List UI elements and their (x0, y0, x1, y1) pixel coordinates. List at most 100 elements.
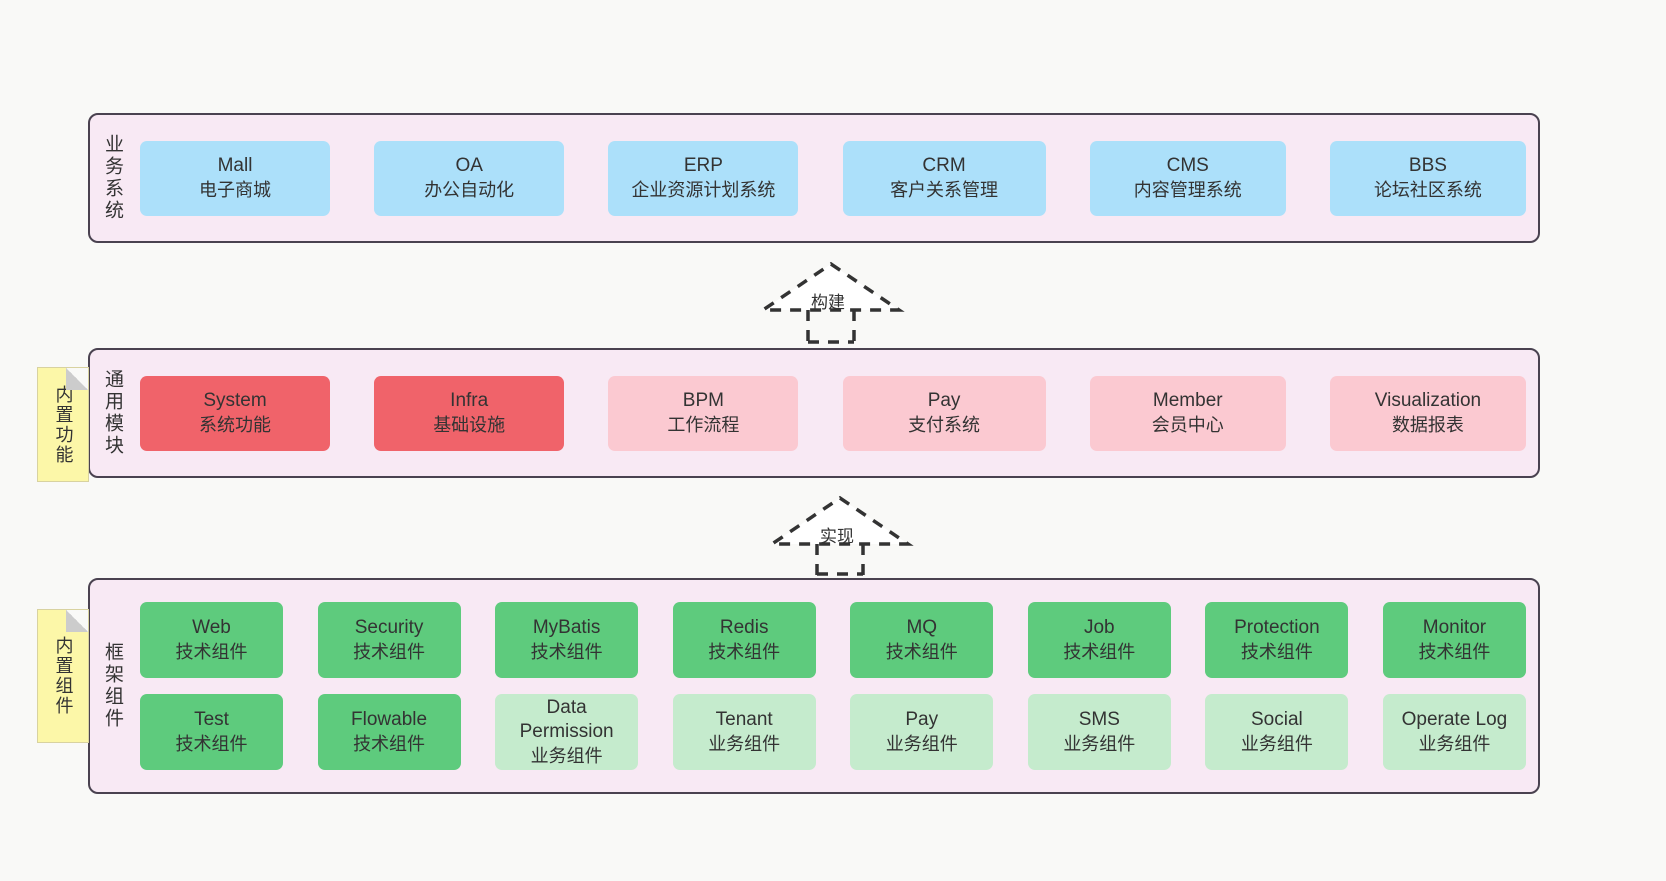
card-social[interactable]: Social 业务组件 (1205, 694, 1349, 770)
card-data-permission[interactable]: Data Permission 业务组件 (495, 694, 639, 770)
card-pay-business[interactable]: Pay 业务组件 (850, 694, 994, 770)
note-builtin-components: 内置组件 (37, 609, 89, 743)
card-member-sub: 会员中心 (1151, 414, 1224, 435)
layer-business-system: 业务系统 Mall 电子商城 OA 办公自动化 ERP 企业资源计划系统 CRM… (88, 113, 1540, 243)
card-monitor-sub: 技术组件 (1418, 641, 1491, 662)
card-job[interactable]: Job 技术组件 (1027, 602, 1171, 678)
card-mall-title: Mall (217, 155, 253, 177)
card-bpm[interactable]: BPM 工作流程 (608, 375, 799, 451)
card-crm-sub: 客户关系管理 (890, 179, 999, 200)
card-cms-sub: 内容管理系统 (1133, 179, 1242, 200)
card-mybatis-sub: 技术组件 (530, 641, 603, 662)
card-pay[interactable]: Pay 支付系统 (842, 375, 1046, 451)
card-bpm-sub: 工作流程 (667, 414, 740, 435)
card-web-sub: 技术组件 (175, 641, 248, 662)
card-flowable[interactable]: Flowable 技术组件 (317, 694, 461, 770)
card-mq-sub: 技术组件 (885, 641, 958, 662)
layer-common-modules-body: System 系统功能 Infra 基础设施 BPM 工作流程 Pay 支付系统… (134, 350, 1538, 476)
card-visualization-sub: 数据报表 (1391, 414, 1464, 435)
card-erp-sub: 企业资源计划系统 (631, 179, 776, 200)
card-security[interactable]: Security 技术组件 (317, 602, 461, 678)
card-pay-business-title: Pay (905, 709, 939, 731)
card-security-sub: 技术组件 (353, 641, 426, 662)
card-sms-title: SMS (1078, 709, 1120, 731)
card-mybatis-title: MyBatis (532, 617, 601, 639)
layer-business-system-label: 业务系统 (101, 134, 123, 222)
card-data-permission-title: Data (546, 697, 587, 719)
card-erp-title: ERP (683, 155, 723, 177)
connector-implement-shaft (815, 544, 865, 576)
card-infra-title: Infra (450, 390, 489, 412)
card-mybatis[interactable]: MyBatis 技术组件 (495, 602, 639, 678)
card-social-title: Social (1251, 709, 1303, 731)
connector-implement-arrowhead (770, 495, 914, 546)
note-builtin-features: 内置功能 (37, 367, 89, 482)
card-oa-title: OA (455, 155, 483, 177)
card-protection-title: Protection (1234, 617, 1320, 639)
card-tenant[interactable]: Tenant 业务组件 (672, 694, 816, 770)
card-bbs-title: BBS (1408, 155, 1447, 177)
card-monitor[interactable]: Monitor 技术组件 (1382, 602, 1526, 678)
card-sms-sub: 业务组件 (1063, 733, 1136, 754)
card-job-sub: 技术组件 (1063, 641, 1136, 662)
card-bpm-title: BPM (682, 390, 724, 412)
card-flowable-sub: 技术组件 (353, 733, 426, 754)
card-oa-sub: 办公自动化 (424, 179, 515, 200)
card-visualization[interactable]: Visualization 数据报表 (1329, 375, 1526, 451)
business-card-row: Mall 电子商城 OA 办公自动化 ERP 企业资源计划系统 CRM 客户关系… (140, 140, 1526, 216)
layer-framework-components-body: Web 技术组件 Security 技术组件 MyBatis 技术组件 Redi… (134, 580, 1538, 792)
card-test[interactable]: Test 技术组件 (140, 694, 283, 770)
card-member-title: Member (1152, 390, 1223, 412)
card-tenant-sub: 业务组件 (708, 733, 781, 754)
connector-build-label: 构建 (811, 293, 845, 312)
card-redis-sub: 技术组件 (708, 641, 781, 662)
card-infra[interactable]: Infra 基础设施 (374, 375, 565, 451)
card-mall[interactable]: Mall 电子商城 (140, 140, 330, 216)
card-infra-sub: 基础设施 (433, 414, 506, 435)
card-bbs-sub: 论坛社区系统 (1373, 179, 1482, 200)
connector-implement: 实现 (770, 492, 920, 576)
card-erp[interactable]: ERP 企业资源计划系统 (608, 140, 799, 216)
card-operate-log-sub: 业务组件 (1418, 733, 1491, 754)
layer-common-modules-label: 通用模块 (101, 369, 123, 457)
connector-implement-label: 实现 (820, 527, 854, 546)
card-protection[interactable]: Protection 技术组件 (1205, 602, 1349, 678)
card-tenant-title: Tenant (715, 709, 773, 731)
layer-common-modules: 通用模块 System 系统功能 Infra 基础设施 BPM 工作流程 Pay… (88, 348, 1540, 478)
card-visualization-title: Visualization (1374, 390, 1482, 412)
layer-framework-components-label: 框架组件 (101, 642, 123, 730)
card-mq[interactable]: MQ 技术组件 (850, 602, 994, 678)
card-test-title: Test (194, 709, 229, 731)
card-pay-title: Pay (927, 390, 961, 412)
card-bbs[interactable]: BBS 论坛社区系统 (1329, 140, 1526, 216)
card-system[interactable]: System 系统功能 (140, 375, 330, 451)
card-pay-sub: 支付系统 (908, 414, 981, 435)
card-pay-business-sub: 业务组件 (885, 733, 958, 754)
card-redis-title: Redis (719, 617, 769, 639)
card-web[interactable]: Web 技术组件 (140, 602, 283, 678)
card-redis[interactable]: Redis 技术组件 (672, 602, 816, 678)
card-member[interactable]: Member 会员中心 (1089, 375, 1286, 451)
card-sms[interactable]: SMS 业务组件 (1027, 694, 1171, 770)
connector-build-shaft (806, 310, 856, 344)
card-operate-log-title: Operate Log (1401, 709, 1508, 731)
layer-business-system-body: Mall 电子商城 OA 办公自动化 ERP 企业资源计划系统 CRM 客户关系… (134, 115, 1538, 241)
connector-build: 构建 (756, 258, 906, 344)
card-crm[interactable]: CRM 客户关系管理 (842, 140, 1046, 216)
card-mall-sub: 电子商城 (199, 179, 271, 200)
framework-tech-row: Web 技术组件 Security 技术组件 MyBatis 技术组件 Redi… (140, 602, 1526, 678)
common-card-row: System 系统功能 Infra 基础设施 BPM 工作流程 Pay 支付系统… (140, 375, 1526, 451)
card-data-permission-title2: Permission (519, 721, 614, 743)
card-oa[interactable]: OA 办公自动化 (374, 140, 565, 216)
card-system-sub: 系统功能 (199, 414, 271, 435)
card-test-sub: 技术组件 (175, 733, 248, 754)
card-security-title: Security (354, 617, 424, 639)
card-web-title: Web (192, 617, 231, 639)
card-mq-title: MQ (906, 617, 938, 639)
card-monitor-title: Monitor (1422, 617, 1487, 639)
card-data-permission-sub: 业务组件 (530, 745, 603, 766)
layer-framework-components: 框架组件 Web 技术组件 Security 技术组件 MyBatis 技术组件… (88, 578, 1540, 794)
card-cms[interactable]: CMS 内容管理系统 (1089, 140, 1286, 216)
card-operate-log[interactable]: Operate Log 业务组件 (1382, 694, 1526, 770)
